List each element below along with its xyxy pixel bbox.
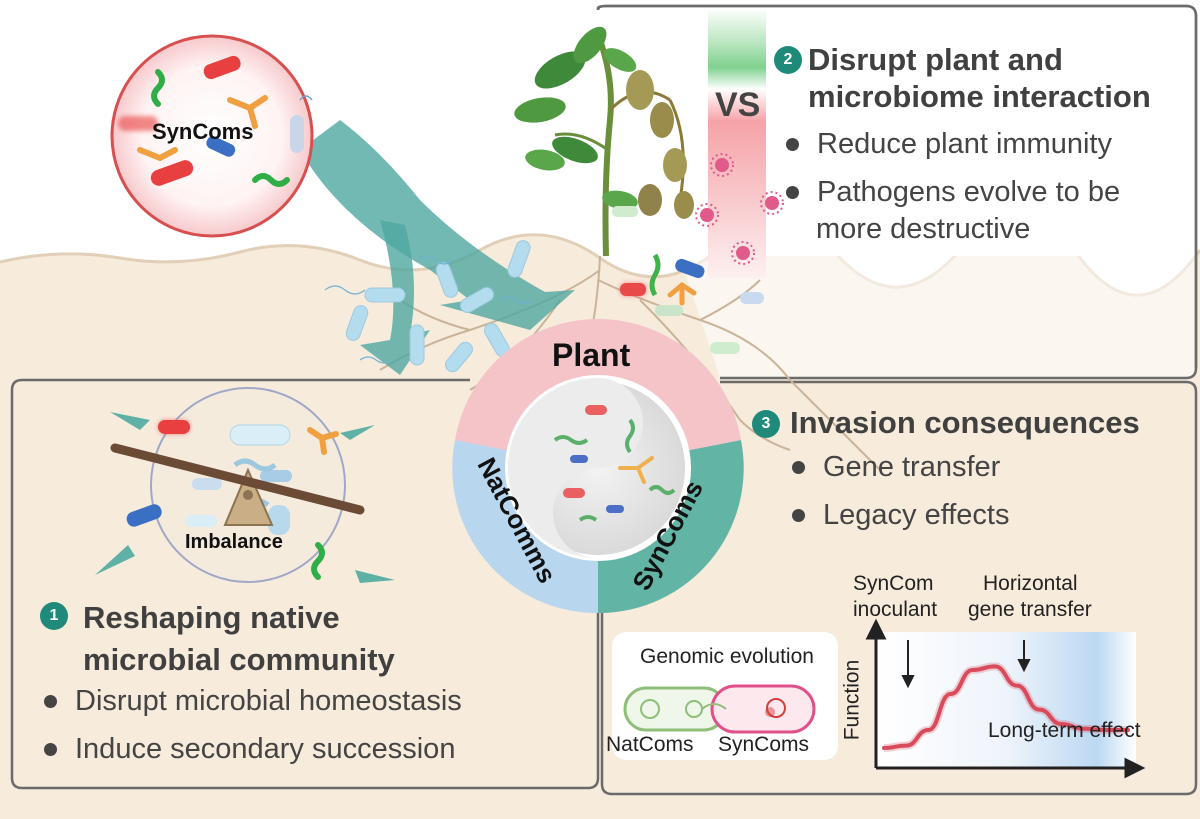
function-curve [882,664,1130,750]
chart-annotation-hgt-1: Horizontal [983,572,1078,595]
inoculation-arrow [300,120,575,330]
panel-1-box [10,378,600,790]
chart-ylabel: Function [840,659,864,741]
genomic-evolution-title: Genomic evolution [640,645,814,668]
vs-gradient-column [708,8,766,278]
rhizosphere-bacteria [612,206,764,354]
function-line-chart [882,662,1130,752]
panel-2-bullet-2: Pathogens evolve to be [786,176,1120,209]
incoming-arrows [95,412,395,583]
chart-annotation-inoculant-2: inoculant [853,598,938,621]
flagella [324,255,533,364]
panel-3-box [600,380,1198,796]
petri-bacteria [553,405,676,522]
chart-annotation-hgt-2: gene transfer [968,598,1092,621]
introduced-bacteria [345,240,531,373]
panel-2-title-line2: microbiome interaction [808,79,1151,114]
syncoms-circle-bacteria [118,55,313,187]
panel-2-badge: 2 [774,46,802,74]
central-ring [452,318,744,614]
panel-1-bullet-1: Disrupt microbial homeostasis [44,685,462,718]
chart-axes [865,618,1146,779]
genomic-left-label: NatComs [606,733,694,756]
imbalance-bacteria [126,420,339,580]
panel-2-title-line1: Disrupt plant and [808,42,1063,77]
syncoms-circle-label: SynComs [152,119,254,144]
panel-1-badge: 1 [40,602,68,630]
panel-3-badge: 3 [752,410,780,438]
ring-label-plant: Plant [552,337,631,373]
panel-2-fill [600,8,1194,256]
genomic-right-label: SynComs [718,733,810,756]
panel-3-title: Invasion consequences [790,405,1140,440]
panel-1-title-line1: Reshaping native [83,600,340,635]
panel-3-bullet-2: Legacy effects [792,499,1009,532]
panel-1-title-line2: microbial community [83,642,395,677]
chart-annotation-longterm: Long-term effect [988,719,1141,742]
pathogen-virus-icons [695,153,784,265]
panel-2-bullet-2-cont: more destructive [816,213,1031,245]
chart-annotation-inoculant-1: SynCom [853,572,934,595]
tomato-plant [514,26,694,257]
chart-event-arrows [901,640,1031,689]
plasmid-transfer-diagram [623,684,816,734]
panel-2-bullet-1: Reduce plant immunity [786,128,1112,161]
panel-3-bullet-1: Gene transfer [792,451,1000,484]
chart-background [876,632,1136,768]
vs-label: VS [715,86,761,124]
imbalance-label: Imbalance [185,531,283,553]
yin-yang-swirl [508,378,643,558]
imbalance-seesaw [110,443,365,526]
panel-1-bullet-2: Induce secondary succession [44,733,455,766]
